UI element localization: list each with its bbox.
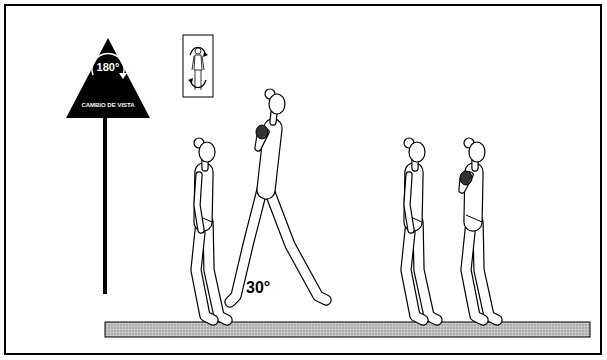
turn-sign: 180° CAMBIO DE VISTA <box>66 38 150 118</box>
head <box>409 142 425 162</box>
balance-beam <box>105 322 590 337</box>
limb-outline <box>197 175 201 230</box>
limb-fill <box>406 222 423 320</box>
limb-fill <box>473 172 474 222</box>
limb-outline <box>273 113 274 122</box>
limb-outline <box>269 190 326 300</box>
limb-outline <box>407 175 411 230</box>
head <box>199 142 215 162</box>
gymnast-jumping <box>230 89 326 302</box>
hand <box>460 171 472 185</box>
limb-outline <box>473 172 474 222</box>
gymnast-figures <box>194 89 497 320</box>
sign-pole <box>103 116 107 294</box>
gymnast-standing <box>460 138 497 320</box>
limb-fill <box>413 172 414 222</box>
limb-fill <box>418 222 437 320</box>
limb-outline <box>203 172 204 222</box>
limb-fill <box>196 222 213 320</box>
leotard-line <box>466 215 482 222</box>
turn-inset <box>183 35 213 97</box>
head <box>269 94 285 114</box>
limb-fill <box>197 175 201 230</box>
limb-fill <box>203 172 204 222</box>
hand <box>256 125 268 139</box>
limb-fill <box>273 113 274 122</box>
sign-text: CAMBIO DE VISTA <box>66 102 150 109</box>
limb-fill <box>407 175 411 230</box>
limb-fill <box>269 190 326 300</box>
sign-shape <box>66 38 150 118</box>
limb-outline <box>406 222 423 320</box>
head <box>469 142 485 162</box>
gymnast-standing <box>404 138 437 320</box>
limb-outline <box>466 222 483 320</box>
angle-text: 180° <box>66 61 150 73</box>
limb-fill <box>478 222 497 320</box>
limb-outline <box>208 222 227 320</box>
limb-fill <box>466 222 483 320</box>
frame <box>5 5 601 354</box>
limb-outline <box>413 172 414 222</box>
turn-arrowhead <box>119 73 127 79</box>
gymnast-standing <box>194 138 227 320</box>
limb-fill <box>208 222 227 320</box>
limb-outline <box>196 222 213 320</box>
angle-label: 30° <box>246 279 270 297</box>
limb-outline <box>418 222 437 320</box>
limb-outline <box>478 222 497 320</box>
